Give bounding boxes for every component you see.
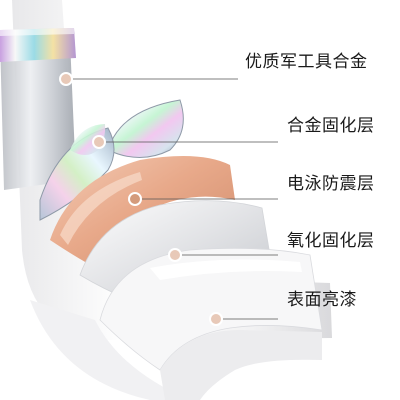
layer-label-5: 表面亮漆 <box>287 290 357 310</box>
marker-dots <box>59 72 223 326</box>
layer-label-1: 优质军工具合金 <box>245 52 368 72</box>
layer-label-3: 电泳防震层 <box>287 174 375 194</box>
marker-dot-4 <box>168 248 182 262</box>
layer-label-2: 合金固化层 <box>287 116 375 136</box>
holo-ring <box>0 28 76 62</box>
metal-core <box>0 40 76 190</box>
marker-dot-1 <box>59 72 73 86</box>
marker-dot-3 <box>128 192 142 206</box>
marker-dot-5 <box>209 312 223 326</box>
holo-leaf-top <box>107 99 184 158</box>
marker-dot-2 <box>92 135 106 149</box>
lower-tube <box>160 330 322 400</box>
leader-lines <box>66 78 278 320</box>
layer-label-4: 氧化固化层 <box>287 231 375 251</box>
lacquer-layer <box>99 247 323 371</box>
bottom-band <box>30 300 190 400</box>
